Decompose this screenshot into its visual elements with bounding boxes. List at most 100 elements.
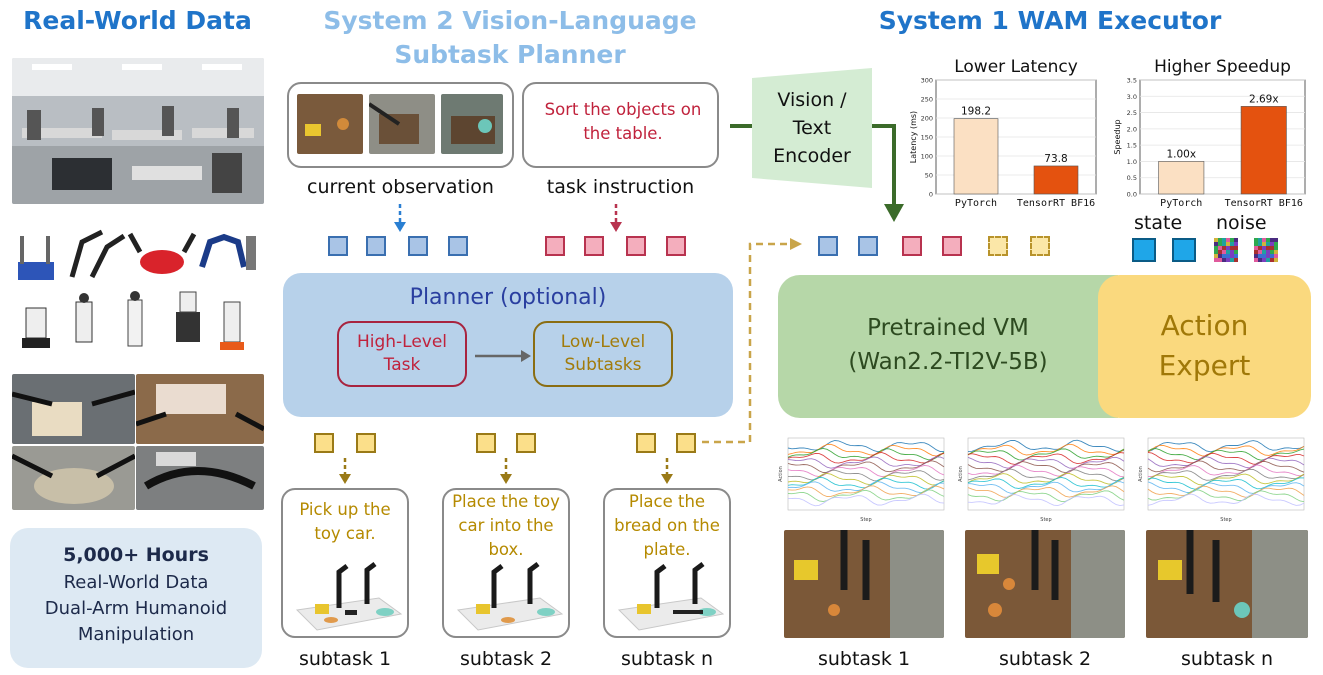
high-level-task-box: High-Level Task — [337, 321, 467, 387]
subtask-card-n: Place the bread on the plate. — [603, 488, 731, 638]
subtask1-token-1 — [314, 433, 334, 453]
observation-caption: current observation — [307, 176, 494, 198]
noise-pixel — [1226, 250, 1230, 254]
obs-token-4 — [448, 236, 468, 256]
noise-pixel — [1254, 250, 1258, 254]
noise-pixel — [1226, 258, 1230, 262]
stats-line3: Dual-Arm Humanoid — [44, 598, 228, 619]
plot-xlabel: Step — [1220, 517, 1231, 523]
noise-pixel — [1218, 254, 1222, 258]
planner-title: Planner (optional) — [409, 285, 607, 310]
subtask-n-scene — [617, 562, 725, 631]
chart-bar — [1240, 106, 1287, 195]
rollout-photo-1 — [784, 530, 944, 638]
wam-subtask-2-caption: subtask 2 — [998, 648, 1092, 670]
noise-pixel — [1262, 258, 1266, 262]
chart-xtick-label: PyTorch — [1160, 198, 1202, 209]
plot-ylabel: Action — [778, 466, 784, 482]
subtask-2-scene — [456, 562, 564, 631]
system1-title: System 1 WAM Executor — [878, 6, 1222, 35]
text-token-3 — [626, 236, 646, 256]
noise-pixel — [1222, 242, 1226, 246]
lab-photo — [12, 58, 264, 204]
noise-pixel — [1254, 254, 1258, 258]
chart-xtick-label: TensorRT BF16 — [1225, 198, 1303, 209]
subtask-to-wam-connector — [702, 238, 802, 444]
noise-pixel — [1258, 242, 1262, 246]
noise-pixel — [1266, 250, 1270, 254]
noise-pixel — [1226, 246, 1230, 250]
plot-series-line — [967, 448, 1125, 461]
noise-pixel — [1214, 254, 1218, 258]
plot-series-line — [967, 464, 1125, 478]
noise-pixel — [1254, 258, 1258, 262]
noise-pixel — [1230, 250, 1234, 254]
noise-pixel — [1222, 238, 1226, 242]
plot-ylabel: Action — [1138, 466, 1144, 482]
noise-pixel — [1254, 242, 1258, 246]
wam-obs-token-1 — [818, 236, 838, 256]
state-token-1 — [1132, 238, 1156, 262]
noise-pixel — [1214, 238, 1218, 242]
plot-series-line — [1147, 489, 1305, 503]
action-expert-block: Action Expert — [1098, 275, 1311, 418]
noise-pixel — [1234, 246, 1238, 250]
plot-series-line — [1147, 448, 1305, 461]
noise-pixel — [1266, 246, 1270, 250]
noise-token-1 — [1214, 238, 1238, 262]
noise-pixel — [1222, 246, 1226, 250]
chart-bar — [1033, 165, 1079, 195]
noise-pixel — [1234, 254, 1238, 258]
plot-series-line — [967, 481, 1125, 494]
noise-pixel — [1214, 250, 1218, 254]
subtask-1-caption: subtask 1 — [298, 648, 392, 670]
plot-series-line — [1147, 464, 1305, 478]
plot-series-line — [967, 443, 1125, 456]
chart-title: Lower Latency — [954, 57, 1078, 77]
noise-pixel — [1270, 250, 1274, 254]
plot-series-line — [787, 440, 945, 453]
noise-pixel — [1234, 242, 1238, 246]
subtask-n-caption: subtask n — [620, 648, 714, 670]
pretrained-vm-block: Pretrained VM (Wan2.2-TI2V-5B) — [778, 275, 1118, 418]
scene-photo-1 — [12, 374, 135, 444]
scene-photo-4 — [136, 446, 264, 510]
instruction-text: Sort the objects on the table. — [544, 100, 702, 143]
system2-title-line1: System 2 Vision-Language — [323, 6, 697, 35]
noise-pixel — [1274, 238, 1278, 242]
noise-pixel — [1270, 238, 1274, 242]
plot-series-line — [1147, 456, 1305, 469]
plot-series-line — [1147, 440, 1305, 453]
noise-pixel — [1274, 254, 1278, 258]
noise-pixel — [1274, 246, 1278, 250]
obs-image-2 — [369, 94, 435, 154]
subtaskn-token-1 — [636, 433, 656, 453]
plot-series-line — [787, 447, 945, 461]
chart-ytick-label: 1.5 — [1127, 142, 1137, 150]
wam-subtask-token-1 — [988, 236, 1008, 256]
plot-series-line — [967, 468, 1125, 482]
high-level-task-label: High-Level Task — [356, 332, 448, 375]
vm-label-line1: Pretrained VM — [867, 315, 1029, 341]
noise-pixel — [1262, 246, 1266, 250]
chart-ytick-label: 150 — [921, 134, 933, 142]
chart-ytick-label: 3.5 — [1127, 77, 1137, 85]
subtask-2-text: Place the toy car into the box. — [452, 492, 560, 559]
vm-label-line2: (Wan2.2-TI2V-5B) — [848, 349, 1048, 375]
chart-ytick-label: 0.0 — [1127, 191, 1137, 199]
noise-pixel — [1266, 242, 1270, 246]
chart-ytick-label: 0 — [929, 191, 933, 199]
expert-label-line1: Action — [1160, 309, 1249, 342]
noise-pixel — [1226, 254, 1230, 258]
noise-pixel — [1218, 258, 1222, 262]
wam-subtask-token-2 — [1030, 236, 1050, 256]
noise-token-2 — [1254, 238, 1278, 262]
chart-ytick-label: 250 — [921, 96, 933, 104]
noise-pixel — [1218, 246, 1222, 250]
noise-pixel — [1258, 238, 1262, 242]
robot-lineup-image — [12, 222, 264, 362]
noise-pixel — [1218, 242, 1222, 246]
plot-series-line — [967, 494, 1125, 507]
noise-pixel — [1262, 250, 1266, 254]
